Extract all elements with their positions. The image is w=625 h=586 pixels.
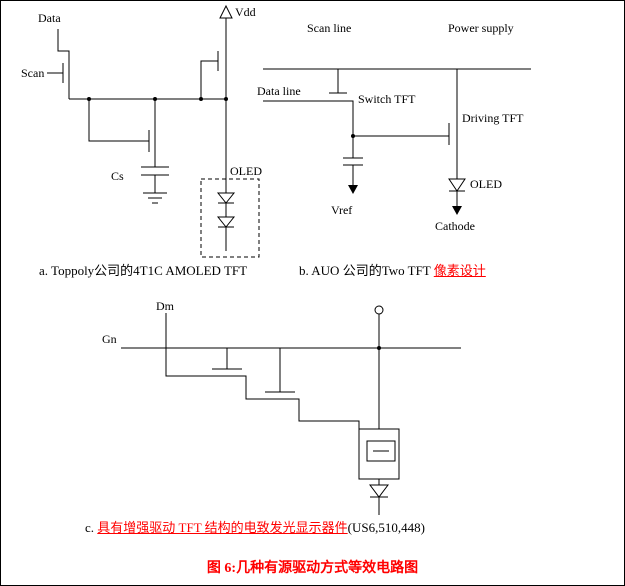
caption-circuit-b: b. AUO 公司的Two TFT 像素设计 <box>299 263 486 279</box>
oled-diode-triangle <box>216 192 236 204</box>
diode-triangle <box>369 484 389 498</box>
switch-tft-label: Switch TFT <box>358 92 416 106</box>
cathode-label: Cathode <box>435 219 475 233</box>
junction-dot <box>199 97 203 101</box>
junction-dot <box>87 97 91 101</box>
data-line-label: Data line <box>257 84 301 98</box>
dm-label: Dm <box>156 299 175 313</box>
caption-c-prefix: c. <box>85 520 98 535</box>
figure-caption: 图 6:几种有源驱动方式等效电路图 <box>1 557 624 577</box>
driving-tft-label: Driving TFT <box>462 111 524 125</box>
oled-label: OLED <box>230 164 262 178</box>
vdd-symbol <box>219 4 233 19</box>
cathode-arrowhead <box>452 206 462 215</box>
caption-c-highlight: 具有增强驱动 TFT 结构的电致发光显示器件 <box>97 520 348 535</box>
oled-label: OLED <box>470 177 502 191</box>
scan-label: Scan <box>21 66 44 80</box>
figure-caption-text: 图 6:几种有源驱动方式等效电路图 <box>206 561 419 576</box>
vref-label: Vref <box>331 203 352 217</box>
junction-dot <box>153 97 157 101</box>
wire <box>121 313 461 515</box>
data-label: Data <box>38 11 61 25</box>
wire <box>263 68 531 206</box>
circuit-c-graphics: Dm Gn <box>102 299 461 515</box>
wire <box>47 18 227 251</box>
caption-b-text: b. AUO 公司的Two TFT <box>299 263 434 278</box>
tft-gate-bars <box>212 368 295 393</box>
oled-diode-triangle <box>448 178 466 192</box>
junction-dot <box>224 97 228 101</box>
circuit-a-graphics: Data Scan Vdd Cs OLED <box>21 4 262 258</box>
storage-capacitor <box>343 157 363 166</box>
circuit-b-graphics: Scan line Power supply Data line Switch … <box>257 21 531 233</box>
tft-gate-bars <box>329 92 450 145</box>
cs-capacitor <box>141 166 169 176</box>
ground-symbol <box>143 192 167 204</box>
tft-structure-inner <box>366 440 396 462</box>
caption-circuit-c: c. 具有增强驱动 TFT 结构的电致发光显示器件(US6,510,448) <box>85 520 425 536</box>
scan-line-label: Scan line <box>307 21 351 35</box>
tft-structure-outer <box>358 428 400 480</box>
caption-b-highlight: 像素设计 <box>433 263 486 278</box>
junction-dot <box>351 134 355 138</box>
oled-dashed-box <box>200 178 260 258</box>
caption-circuit-a: a. Toppoly公司的4T1C AMOLED TFT <box>39 263 247 279</box>
gn-label: Gn <box>102 332 117 346</box>
caption-c-suffix: (US6,510,448) <box>347 520 425 535</box>
vref-arrowhead <box>348 185 358 194</box>
junction-dot <box>377 346 381 350</box>
vdd-label: Vdd <box>235 5 256 19</box>
junction-dots <box>87 97 228 101</box>
power-supply-label: Power supply <box>448 21 514 35</box>
cs-label: Cs <box>111 169 124 183</box>
oled-diode-triangle <box>216 216 236 228</box>
terminal-circle <box>374 305 384 315</box>
tft-gate-bars <box>62 51 219 152</box>
caption-a-text: a. Toppoly公司的4T1C AMOLED TFT <box>39 263 248 278</box>
